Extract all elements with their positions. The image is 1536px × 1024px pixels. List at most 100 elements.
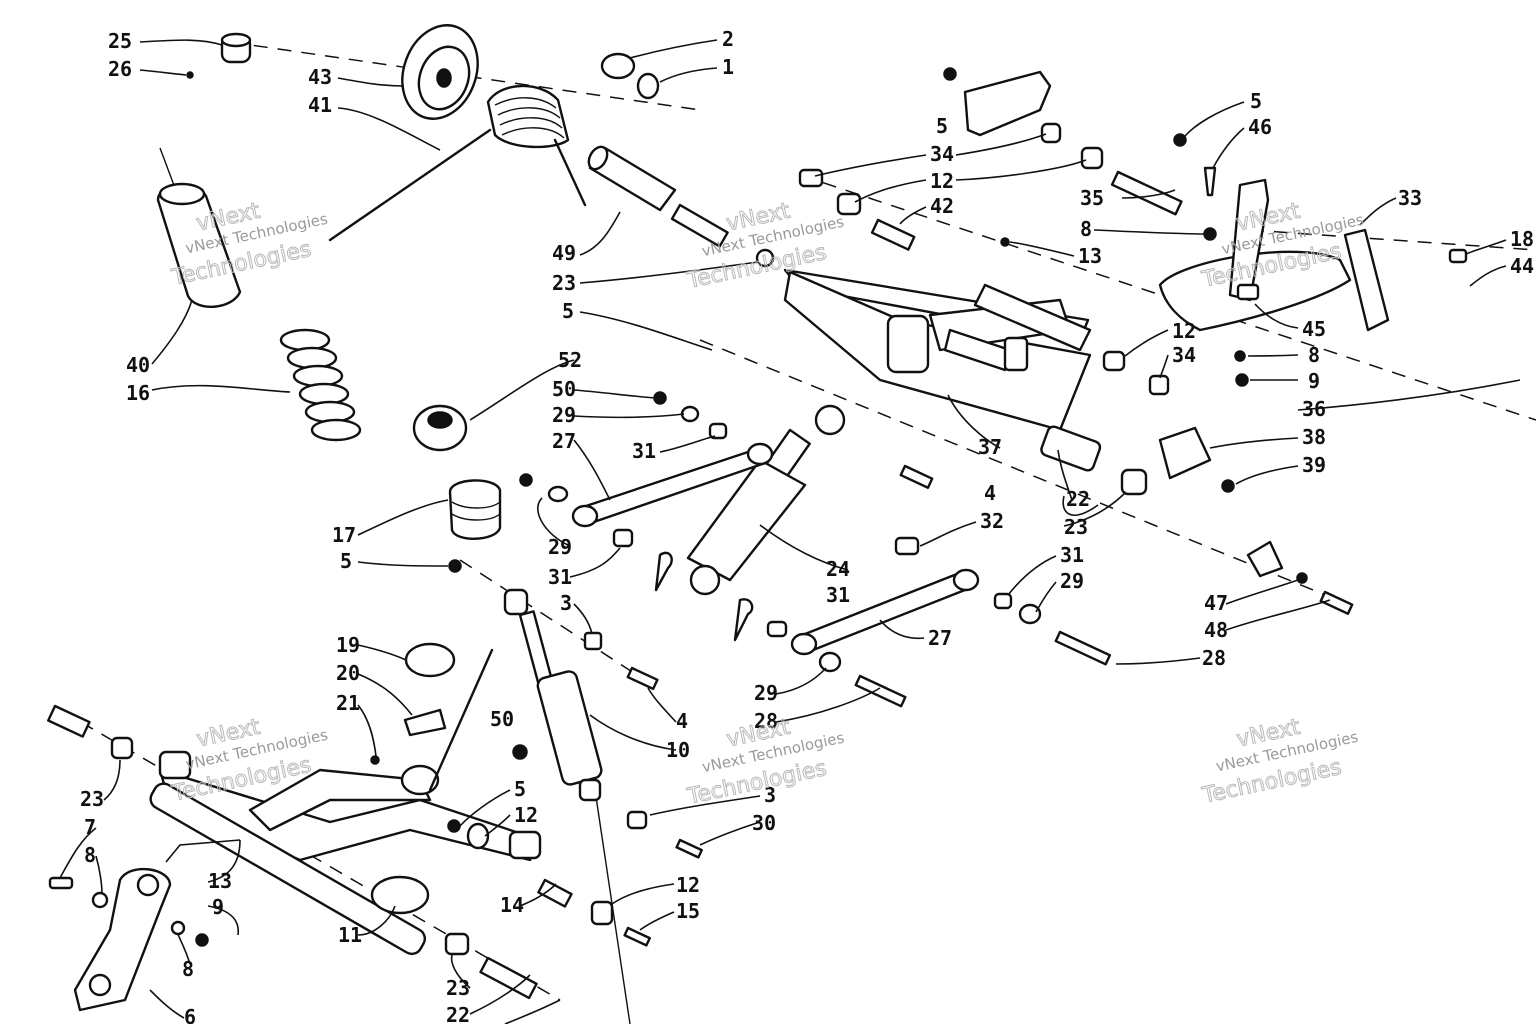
callout-12-a: 12 xyxy=(930,169,954,193)
callout-9-a: 9 xyxy=(1308,369,1320,393)
bump-stop-17 xyxy=(448,479,502,540)
callout-27-a: 27 xyxy=(552,429,576,453)
callout-24: 24 xyxy=(826,557,850,581)
callout-46: 46 xyxy=(1248,115,1272,139)
callout-8-a: 8 xyxy=(1080,217,1092,241)
callout-29-b: 29 xyxy=(548,535,572,559)
callout-43: 43 xyxy=(308,65,332,89)
callout-26: 26 xyxy=(108,57,132,81)
bushing-top xyxy=(186,32,252,79)
callout-8-c: 8 xyxy=(84,843,96,867)
callout-8-b: 8 xyxy=(1308,343,1320,367)
callout-10: 10 xyxy=(666,738,690,762)
callout-labels: 25 26 43 41 2 1 40 16 49 23 5 52 50 29 2… xyxy=(80,27,1534,1024)
callout-29-d: 29 xyxy=(754,681,778,705)
shock-absorber-middle xyxy=(686,404,846,596)
watermark-5: vNext vNext Technologies Technologies xyxy=(684,714,846,810)
callout-49: 49 xyxy=(552,241,576,265)
callout-6: 6 xyxy=(184,1005,196,1024)
callout-9-b: 9 xyxy=(212,895,224,919)
callout-5-c: 5 xyxy=(936,114,948,138)
callout-25: 25 xyxy=(108,29,132,53)
callout-50-a: 50 xyxy=(552,377,576,401)
callout-35: 35 xyxy=(1080,186,1104,210)
bracket-5-top xyxy=(943,67,1183,216)
arm-27-lower xyxy=(790,568,980,656)
callout-27-b: 27 xyxy=(928,626,952,650)
callout-22-a: 22 xyxy=(1066,487,1090,511)
callout-29-a: 29 xyxy=(552,403,576,427)
spring-seat-52 xyxy=(412,404,468,452)
callout-37: 37 xyxy=(978,435,1002,459)
callout-28-b: 28 xyxy=(754,709,778,733)
small-hardware-mid xyxy=(448,391,1112,708)
callout-23-b: 23 xyxy=(1064,515,1088,539)
callout-1: 1 xyxy=(722,55,734,79)
callout-5-e: 5 xyxy=(514,777,526,801)
callout-7: 7 xyxy=(84,815,96,839)
callout-42: 42 xyxy=(930,194,954,218)
callout-44: 44 xyxy=(1510,254,1534,278)
callout-8-d: 8 xyxy=(182,957,194,981)
torsion-spring xyxy=(328,84,587,242)
callout-5-b: 5 xyxy=(340,549,352,573)
crossbar-assembly xyxy=(783,237,1102,472)
lower-left-hardware xyxy=(47,704,703,1012)
callout-15: 15 xyxy=(676,899,700,923)
callout-36: 36 xyxy=(1302,397,1326,421)
callout-31-d: 31 xyxy=(826,583,850,607)
callout-22-b: 22 xyxy=(446,1003,470,1024)
arm-27-upper xyxy=(571,442,774,528)
callout-19: 19 xyxy=(336,633,360,657)
callout-12-d: 12 xyxy=(676,873,700,897)
callout-5-a: 5 xyxy=(562,299,574,323)
callout-52: 52 xyxy=(558,348,582,372)
callout-4-b: 4 xyxy=(984,481,996,505)
callout-38: 38 xyxy=(1302,425,1326,449)
callout-20: 20 xyxy=(336,661,360,685)
shock-boot xyxy=(156,182,242,309)
callout-31-c: 31 xyxy=(1060,543,1084,567)
callout-4-a: 4 xyxy=(676,709,688,733)
callout-23-d: 23 xyxy=(446,976,470,1000)
callout-21: 21 xyxy=(336,691,360,715)
shock-absorber-upper xyxy=(503,588,603,802)
leader-lines xyxy=(59,39,1521,1024)
bracket-33-45 xyxy=(1158,133,1468,387)
callout-40: 40 xyxy=(126,353,150,377)
callout-18: 18 xyxy=(1510,227,1534,251)
callout-11: 11 xyxy=(338,923,362,947)
callout-48: 48 xyxy=(1204,618,1228,642)
callout-13-a: 13 xyxy=(1078,244,1102,268)
callout-32: 32 xyxy=(980,509,1004,533)
coil-spring xyxy=(279,328,362,442)
callout-29-c: 29 xyxy=(1060,569,1084,593)
callout-14: 14 xyxy=(500,893,524,917)
callout-23-a: 23 xyxy=(552,271,576,295)
callout-3-a: 3 xyxy=(560,591,572,615)
callout-34-b: 34 xyxy=(1172,343,1196,367)
sleeve-49 xyxy=(587,145,729,248)
callout-12-b: 12 xyxy=(1172,319,1196,343)
callout-50-b: 50 xyxy=(490,707,514,731)
callout-3-b: 3 xyxy=(764,783,776,807)
callout-16: 16 xyxy=(126,381,150,405)
wheel xyxy=(401,24,479,120)
lower-a-arm xyxy=(149,642,542,956)
callout-41: 41 xyxy=(308,93,332,117)
callout-47: 47 xyxy=(1204,591,1228,615)
callout-28-a: 28 xyxy=(1202,646,1226,670)
right-hardware xyxy=(1102,350,1354,615)
callout-39: 39 xyxy=(1302,453,1326,477)
callout-17: 17 xyxy=(332,523,356,547)
callout-13-b: 13 xyxy=(208,869,232,893)
callout-31-b: 31 xyxy=(548,565,572,589)
callout-34-a: 34 xyxy=(930,142,954,166)
callout-31-a: 31 xyxy=(632,439,656,463)
callout-33: 33 xyxy=(1398,186,1422,210)
bolts-top-middle xyxy=(755,168,916,268)
callout-45: 45 xyxy=(1302,317,1326,341)
callout-5-d: 5 xyxy=(1250,89,1262,113)
watermark-6: vNext vNext Technologies Technologies xyxy=(1199,714,1360,809)
